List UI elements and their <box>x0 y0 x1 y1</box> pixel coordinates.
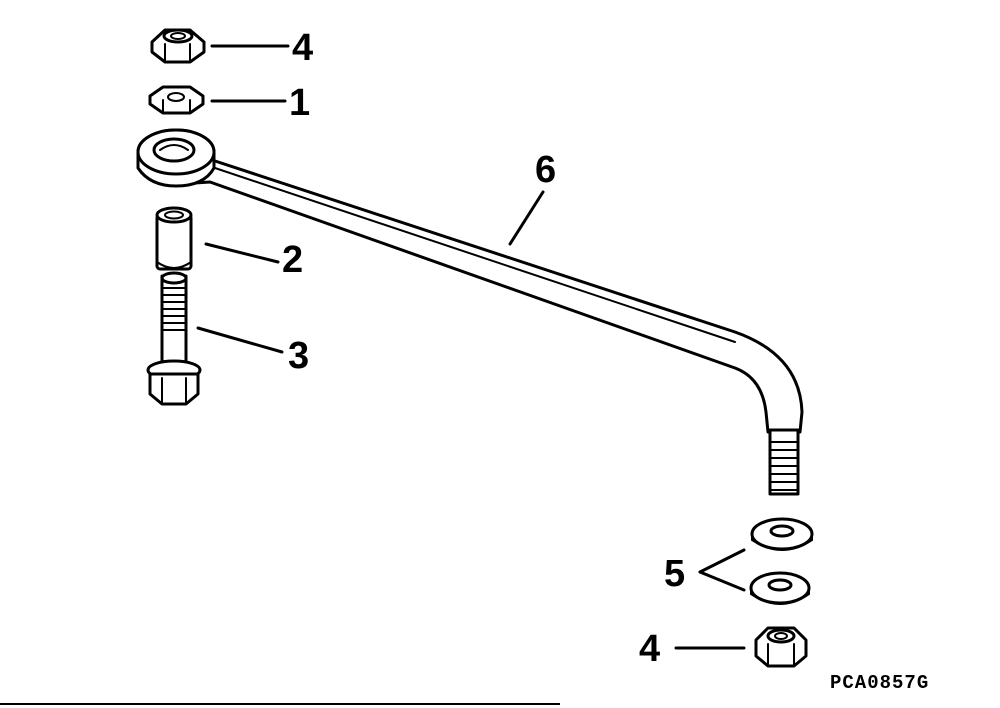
callout-top-locknut: 4 <box>292 27 313 69</box>
leader-spacer <box>204 242 280 264</box>
callout-spacer: 2 <box>282 239 303 281</box>
link-rod <box>136 128 804 496</box>
nut <box>148 85 205 115</box>
figure-code: PCA0857G <box>830 672 929 694</box>
washer-upper <box>750 517 814 551</box>
callout-washers: 5 <box>664 553 685 595</box>
bolt <box>146 271 202 406</box>
callout-bottom-locknut: 4 <box>639 628 660 670</box>
leader-bolt <box>196 326 284 354</box>
bottom-locknut <box>754 626 808 668</box>
top-locknut <box>150 28 206 64</box>
washer-lower <box>749 571 811 605</box>
callout-bolt: 3 <box>288 335 309 377</box>
callout-nut: 1 <box>289 82 310 124</box>
leader-washer-lower <box>698 570 746 592</box>
leader-washer-upper <box>698 548 746 574</box>
leader-link-rod <box>508 190 545 246</box>
callout-link-rod: 6 <box>535 149 556 191</box>
spacer <box>155 206 193 271</box>
